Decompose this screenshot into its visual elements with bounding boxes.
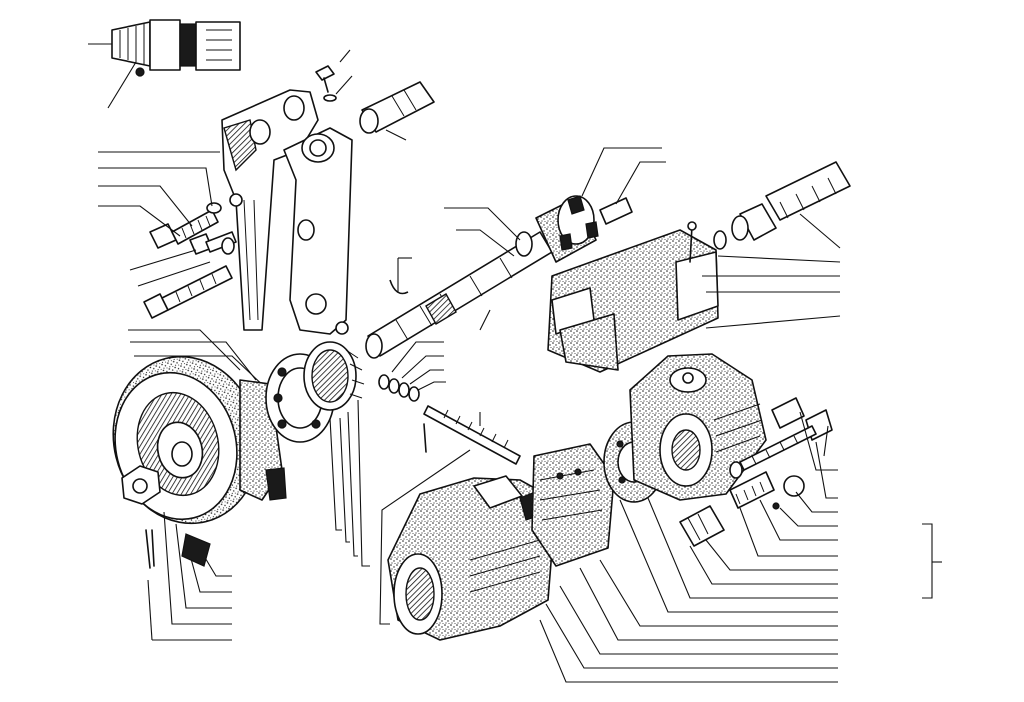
end-cover (629, 353, 767, 501)
inset-assembly-view (88, 19, 241, 109)
group-bracket (922, 523, 942, 599)
vane-rotor (444, 147, 666, 331)
drive-shaft (365, 231, 553, 359)
cam-ring (531, 443, 615, 567)
pump-body (387, 475, 557, 641)
hose-fitting (702, 161, 851, 329)
leaders-center-lower (329, 399, 370, 567)
small-bolt-washer (315, 49, 353, 102)
manifold-housing (547, 221, 719, 373)
pulley (112, 355, 287, 525)
valve-stem (378, 341, 521, 625)
leaders-left (98, 151, 271, 393)
cotter-pin (145, 529, 155, 641)
leaders-right (539, 411, 838, 683)
leaders-bottom-left (152, 511, 232, 641)
gear-ring (303, 341, 365, 411)
pivot-pin (359, 81, 435, 141)
castle-nut (121, 465, 161, 505)
bolts-and-washers (143, 202, 237, 319)
relief-valve-parts (679, 397, 833, 547)
link-arm (283, 127, 353, 335)
